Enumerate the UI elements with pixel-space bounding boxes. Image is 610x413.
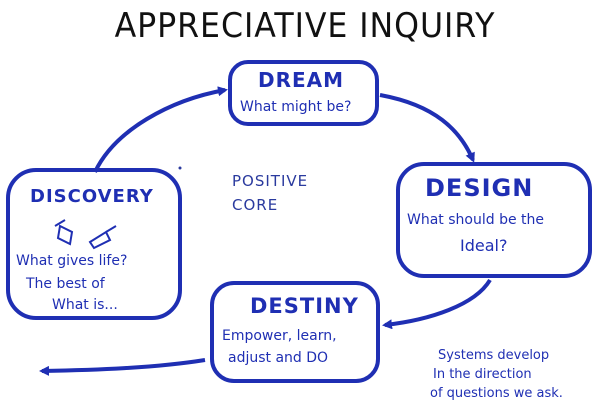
destiny-box (210, 281, 380, 383)
center-dot (178, 166, 182, 170)
dream-question: What might be? (240, 99, 352, 115)
note-line3: of questions we ask. (430, 386, 563, 401)
destiny-action-line2: adjust and DO (228, 350, 329, 366)
design-question-line2: Ideal? (460, 236, 508, 255)
positive-core-line2: CORE (232, 196, 279, 214)
dream-heading: DREAM (258, 68, 345, 92)
diagram-title: APPRECIATIVE INQUIRY (114, 6, 496, 46)
discovery-hands-icon (54, 219, 117, 250)
destiny-action-line1: Empower, learn, (222, 328, 337, 344)
discovery-line3: What is... (52, 297, 118, 313)
arrow-design-to-destiny (382, 278, 492, 330)
discovery-question: What gives life? (16, 253, 128, 269)
discovery-box (6, 168, 182, 320)
positive-core-line1: POSITIVE (232, 172, 309, 190)
note-line1: Systems develop (438, 348, 550, 363)
arrow-discovery-to-dream (93, 86, 228, 173)
design-heading: DESIGN (425, 174, 534, 202)
design-box (396, 162, 592, 278)
arrow-dream-to-design (379, 93, 475, 163)
note-line2: In the direction (433, 367, 532, 382)
arrow-destiny-outward (39, 358, 206, 376)
discovery-line2: The best of (26, 276, 105, 292)
discovery-heading: DISCOVERY (30, 186, 154, 207)
destiny-heading: DESTINY (250, 294, 359, 318)
design-question-line1: What should be the (407, 212, 544, 228)
dream-box (228, 60, 379, 126)
